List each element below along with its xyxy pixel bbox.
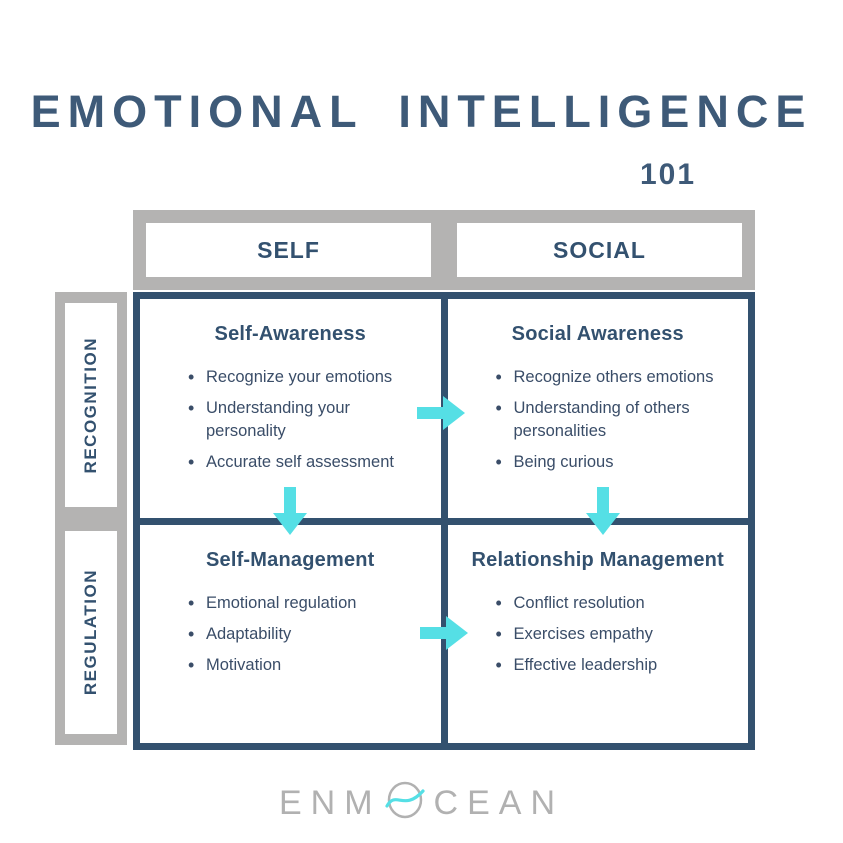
bullet-item: Accurate self assessment <box>188 450 423 475</box>
quadrant-title: Self-Management <box>205 548 375 571</box>
quadrant-title: Self-Awareness <box>214 323 366 345</box>
page-subtitle-101: 101 <box>640 158 697 191</box>
bullet-item: Effective leadership <box>496 653 731 678</box>
row-label-recognition: RECOGNITION <box>65 303 117 507</box>
arrow-down-social-icon <box>586 487 620 535</box>
bullet-item: Adaptability <box>188 622 423 647</box>
bullet-item: Being curious <box>496 450 731 475</box>
quadrant-relationship-management: Relationship Management Conflict resolut… <box>447 524 748 743</box>
bullet-list: Recognize others emotions Understanding … <box>496 365 731 475</box>
arrow-right-regulation-icon <box>420 616 468 650</box>
arrow-down-self-icon <box>273 487 307 535</box>
quadrant-self-awareness: Self-Awareness Recognize your emotions U… <box>140 299 441 518</box>
bullet-item: Understanding your personality <box>188 396 423 442</box>
bullet-item: Recognize others emotions <box>496 365 731 390</box>
bullet-item: Recognize your emotions <box>188 365 423 390</box>
bullet-item: Emotional regulation <box>188 590 423 615</box>
arrow-right-recognition-icon <box>417 396 465 430</box>
brand-text-suffix: CEAN <box>433 784 565 822</box>
column-header-band: SELF SOCIAL <box>133 210 755 290</box>
quadrant-title: Social Awareness <box>511 323 684 345</box>
quadrant-social-awareness: Social Awareness Recognize others emotio… <box>447 299 748 518</box>
brand-logo: ENM CEAN <box>0 778 843 829</box>
page-title: EMOTIONAL INTELLIGENCE <box>30 86 813 137</box>
bullet-item: Motivation <box>188 653 423 678</box>
bullet-list: Emotional regulation Adaptability Motiva… <box>188 590 423 678</box>
bullet-list: Conflict resolution Exercises empathy Ef… <box>496 590 731 678</box>
bullet-list: Recognize your emotions Understanding yo… <box>188 365 423 475</box>
row-label-regulation-text: REGULATION <box>81 569 100 696</box>
brand-text-prefix: ENM <box>278 784 382 822</box>
row-label-band: RECOGNITION REGULATION <box>55 292 127 745</box>
quadrant-self-management: Self-Management Emotional regulation Ada… <box>140 524 441 743</box>
ei-matrix: Self-Awareness Recognize your emotions U… <box>133 292 755 750</box>
bullet-item: Exercises empathy <box>496 622 731 647</box>
row-label-recognition-text: RECOGNITION <box>81 336 100 473</box>
bullet-item: Conflict resolution <box>496 590 731 615</box>
row-label-regulation: REGULATION <box>65 530 117 734</box>
bullet-item: Understanding of others personalities <box>496 396 731 442</box>
brand-wave-o-icon <box>384 778 426 829</box>
column-header-social: SOCIAL <box>457 223 742 277</box>
column-header-self: SELF <box>146 223 431 277</box>
quadrant-title: Relationship Management <box>471 548 724 571</box>
